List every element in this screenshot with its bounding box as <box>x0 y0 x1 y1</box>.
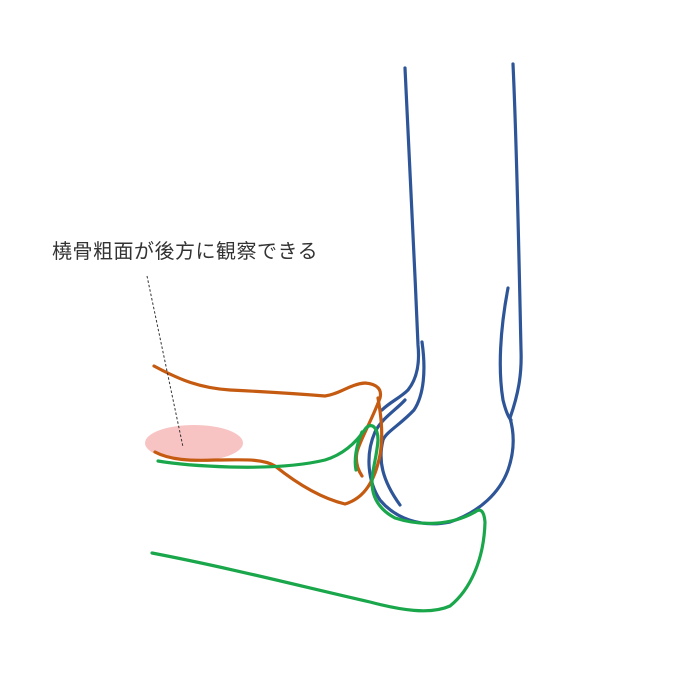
humerus-olecranon-fossa <box>498 286 513 422</box>
ulna-trochlear-notch <box>353 430 364 472</box>
radial-tuberosity-highlight <box>145 425 243 461</box>
humerus-outline-anterior <box>380 66 421 412</box>
humerus-outline-posterior <box>367 62 523 526</box>
annotation-leader-line <box>146 275 184 448</box>
humerus-outline-inner <box>379 340 426 507</box>
ulna-upper-shaft <box>150 424 487 613</box>
radius-lower-border <box>153 396 384 506</box>
annotation-label: 橈骨粗面が後方に観察できる <box>52 239 319 263</box>
